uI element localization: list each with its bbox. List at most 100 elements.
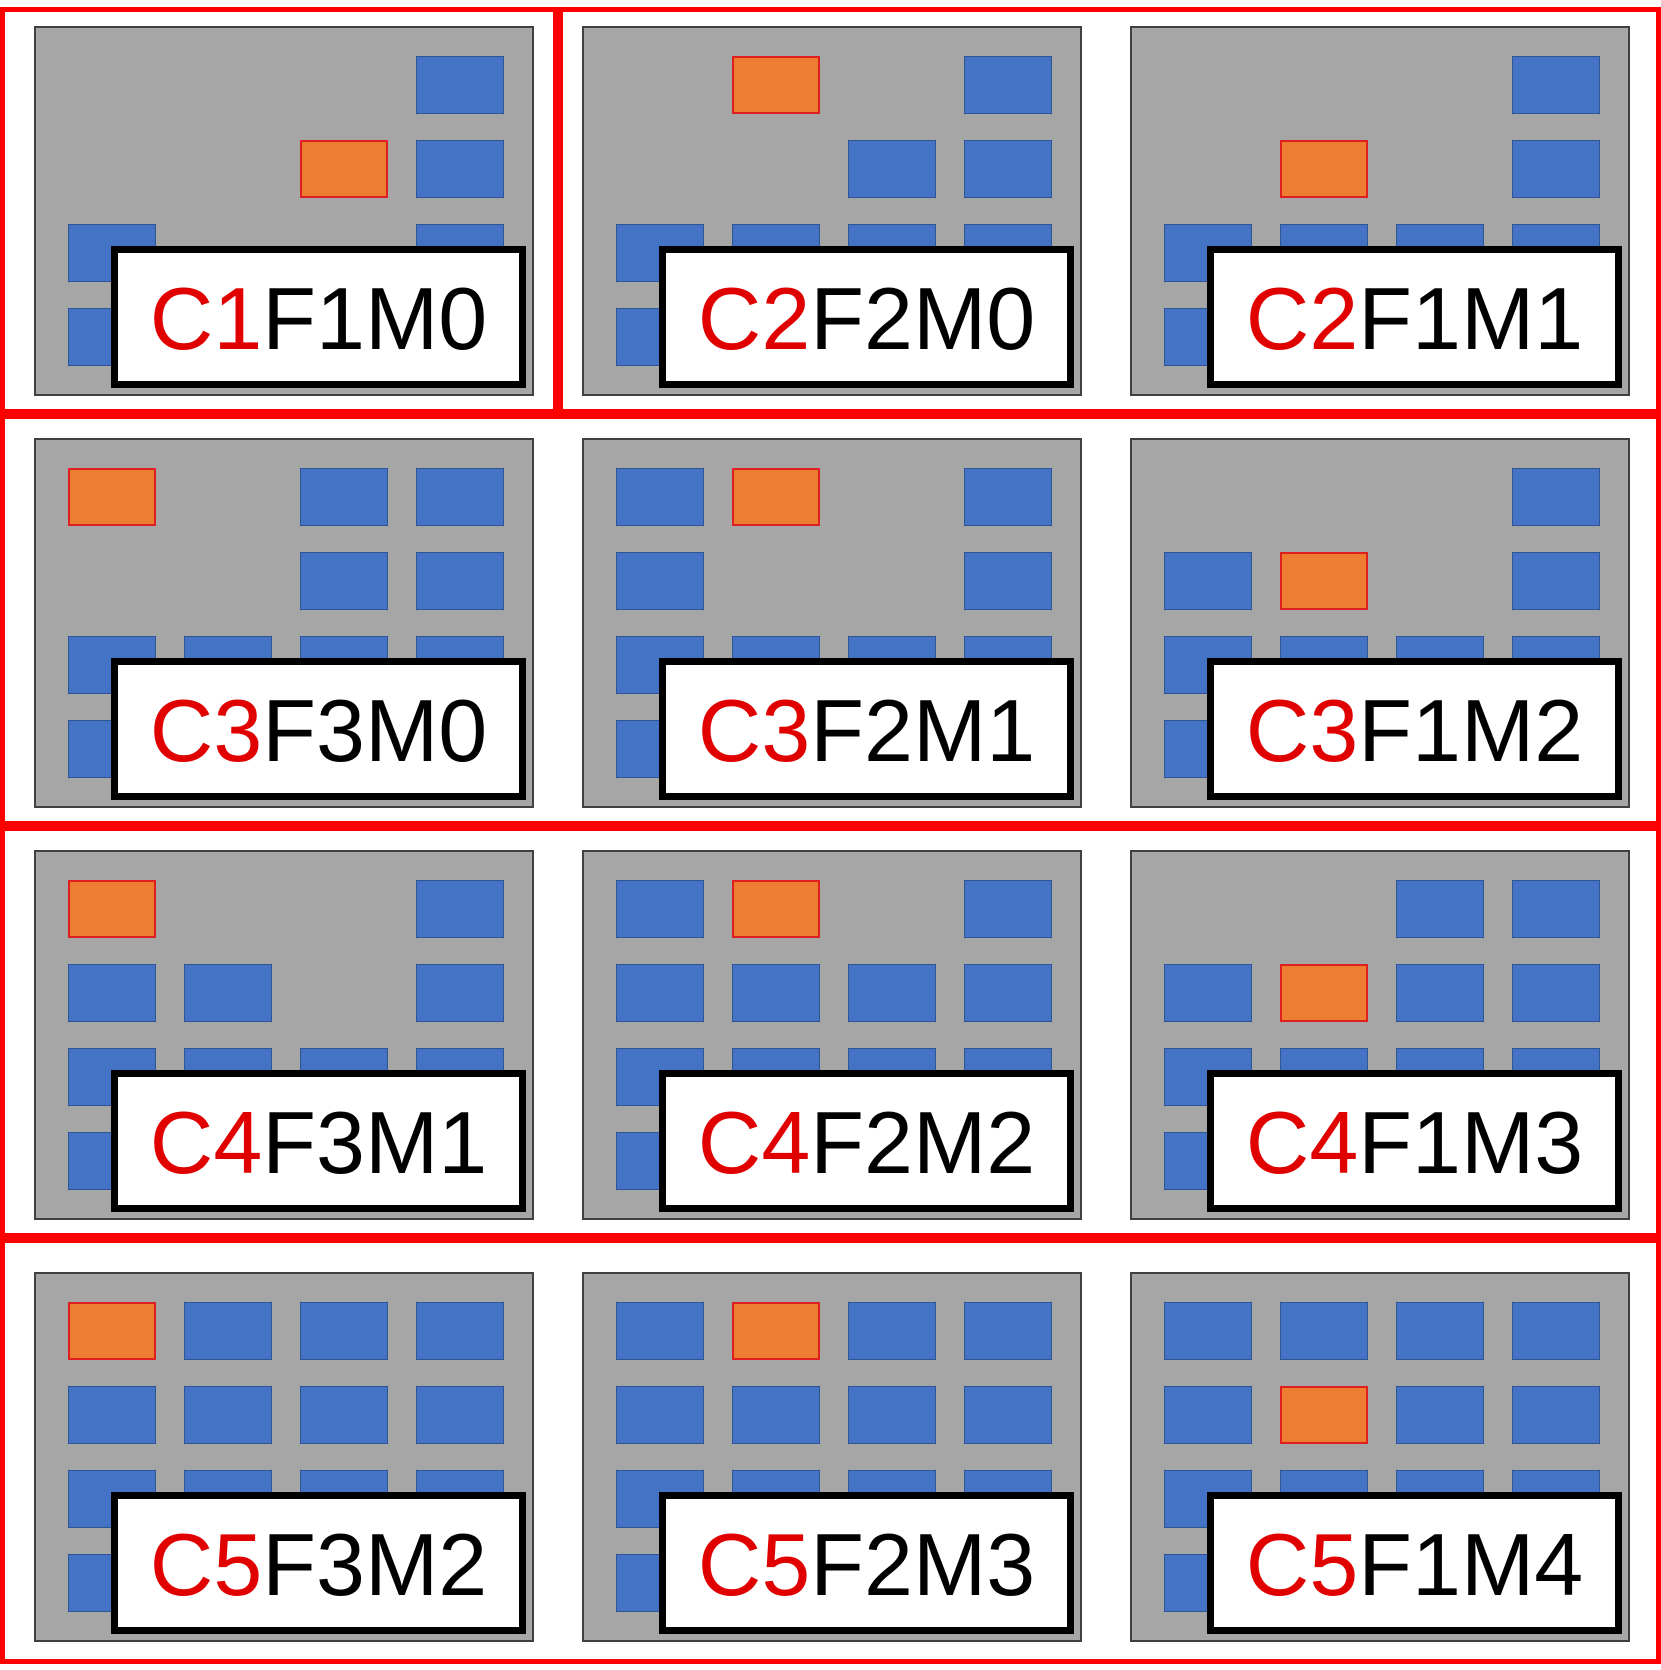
occupied-cell [848, 140, 936, 198]
occupied-cell [1512, 140, 1600, 198]
highlighted-cell [732, 1302, 820, 1360]
occupied-cell [416, 1386, 504, 1444]
occupied-cell [300, 1386, 388, 1444]
highlighted-cell [68, 468, 156, 526]
occupied-cell [184, 1302, 272, 1360]
config-label-c: C5 [1245, 1515, 1359, 1614]
occupied-cell [964, 552, 1052, 610]
occupied-cell [1396, 1302, 1484, 1360]
occupied-cell [1280, 1302, 1368, 1360]
occupied-cell [964, 1302, 1052, 1360]
occupied-cell [964, 964, 1052, 1022]
highlighted-cell [300, 140, 388, 198]
occupied-cell [1512, 468, 1600, 526]
highlighted-cell [1280, 552, 1368, 610]
occupied-cell [1396, 964, 1484, 1022]
occupied-cell [1512, 964, 1600, 1022]
occupied-cell [416, 1302, 504, 1360]
occupied-cell [416, 140, 504, 198]
config-label-rest: F1M4 [1358, 1515, 1584, 1614]
config-label-c: C5 [697, 1515, 811, 1614]
config-label-rest: F2M2 [810, 1093, 1036, 1192]
occupied-cell [184, 1386, 272, 1444]
config-label-c: C1 [149, 269, 263, 368]
occupied-cell [184, 964, 272, 1022]
occupied-cell [616, 964, 704, 1022]
highlighted-cell [732, 880, 820, 938]
config-label-c: C2 [697, 269, 811, 368]
occupied-cell [616, 880, 704, 938]
config-label-rest: F1M1 [1358, 269, 1584, 368]
highlighted-cell [732, 468, 820, 526]
highlighted-cell [68, 880, 156, 938]
occupied-cell [616, 1302, 704, 1360]
config-label-rest: F1M2 [1358, 681, 1584, 780]
occupied-cell [68, 964, 156, 1022]
config-label-c: C2 [1245, 269, 1359, 368]
group-outline-3 [0, 414, 1661, 826]
highlighted-cell [1280, 964, 1368, 1022]
config-label-c: C4 [149, 1093, 263, 1192]
highlighted-cell [732, 56, 820, 114]
config-label-rest: F2M1 [810, 681, 1036, 780]
occupied-cell [1164, 1386, 1252, 1444]
occupied-cell [300, 468, 388, 526]
occupied-cell [416, 880, 504, 938]
config-label-c: C5 [149, 1515, 263, 1614]
group-outline-5 [0, 1238, 1661, 1664]
config-label-c: C3 [697, 681, 811, 780]
occupied-cell [416, 468, 504, 526]
occupied-cell [1512, 1386, 1600, 1444]
occupied-cell [732, 964, 820, 1022]
config-label-c: C4 [697, 1093, 811, 1192]
occupied-cell [964, 468, 1052, 526]
occupied-cell [416, 964, 504, 1022]
occupied-cell [732, 1386, 820, 1444]
occupied-cell [1512, 1302, 1600, 1360]
occupied-cell [1512, 552, 1600, 610]
highlighted-cell [68, 1302, 156, 1360]
occupied-cell [848, 964, 936, 1022]
highlighted-cell [1280, 140, 1368, 198]
config-label-rest: F2M3 [810, 1515, 1036, 1614]
config-label-rest: F3M1 [262, 1093, 488, 1192]
occupied-cell [964, 880, 1052, 938]
config-label-c: C3 [1245, 681, 1359, 780]
group-outline-4 [0, 826, 1661, 1238]
occupied-cell [1164, 964, 1252, 1022]
occupied-cell [1512, 880, 1600, 938]
group-outline-2 [558, 7, 1661, 414]
occupied-cell [1512, 56, 1600, 114]
occupied-cell [300, 552, 388, 610]
config-label-rest: F3M0 [262, 681, 488, 780]
occupied-cell [616, 552, 704, 610]
config-label-rest: F3M2 [262, 1515, 488, 1614]
highlighted-cell [1280, 1386, 1368, 1444]
occupied-cell [616, 1386, 704, 1444]
occupied-cell [1396, 1386, 1484, 1444]
group-outline-1 [0, 7, 558, 414]
occupied-cell [300, 1302, 388, 1360]
